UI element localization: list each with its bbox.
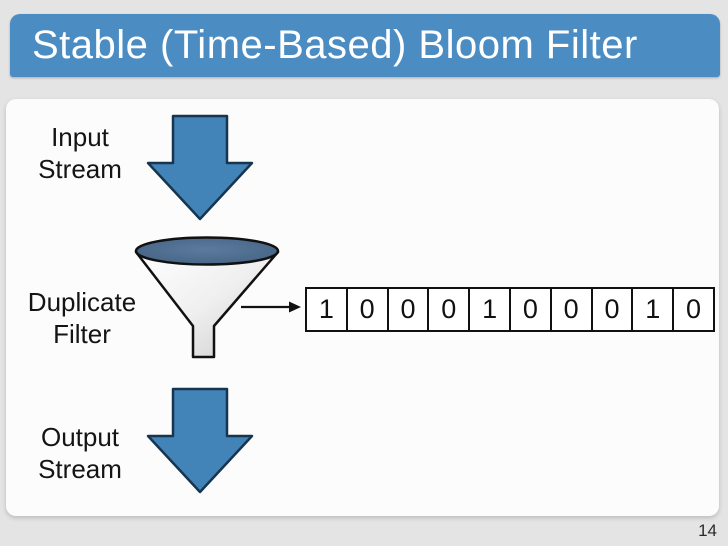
funnel-icon bbox=[134, 236, 280, 359]
bit-cell: 0 bbox=[590, 289, 632, 330]
bit-cell: 0 bbox=[672, 289, 713, 330]
duplicate-filter-label: Duplicate Filter bbox=[27, 287, 137, 349]
right-arrow-icon bbox=[241, 301, 301, 313]
bit-cell: 0 bbox=[549, 289, 591, 330]
bit-cell: 1 bbox=[468, 289, 509, 330]
bit-cell: 0 bbox=[508, 289, 550, 330]
bit-cell: 0 bbox=[345, 289, 387, 330]
input-flow-down-arrow-icon bbox=[146, 114, 254, 221]
slide-title-bar: Stable (Time-Based) Bloom Filter bbox=[10, 14, 720, 77]
slide-title: Stable (Time-Based) Bloom Filter bbox=[32, 23, 638, 67]
output-flow-down-arrow-icon bbox=[146, 387, 254, 494]
bit-cell: 1 bbox=[318, 294, 334, 324]
input-stream-label: Input Stream bbox=[38, 122, 122, 184]
output-stream-label: Output Stream bbox=[38, 422, 122, 484]
bit-cell: 0 bbox=[386, 289, 428, 330]
page-number: 14 bbox=[698, 521, 717, 540]
bit-cell: 1 bbox=[631, 289, 672, 330]
bit-cell: 0 bbox=[427, 289, 468, 330]
bit-array: 1 0 0 0 1 0 0 0 1 0 bbox=[305, 287, 715, 332]
